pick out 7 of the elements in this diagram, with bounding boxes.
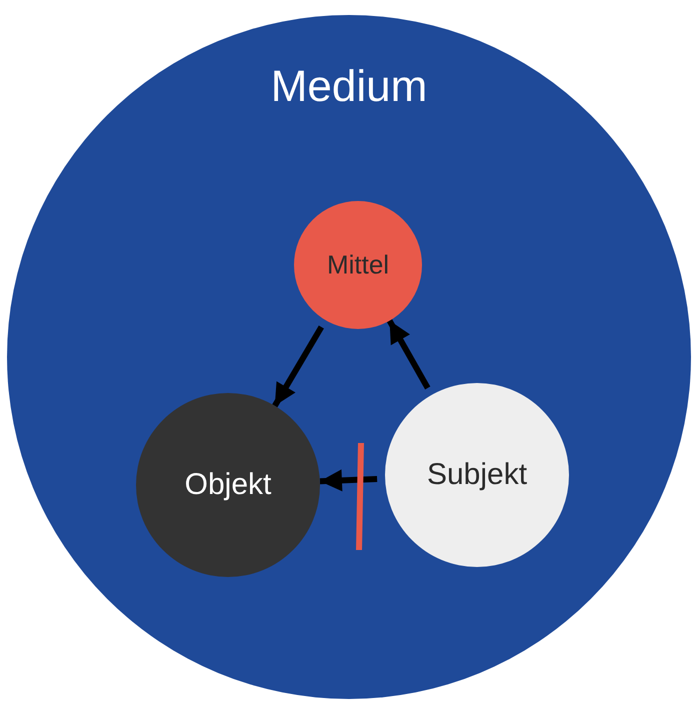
node-label: Objekt [184,468,272,502]
node-label: Medium [270,62,428,112]
node-label: Mittel [326,250,390,280]
node-label: Subjekt [426,458,528,492]
arrow [320,469,378,492]
arrow [386,319,430,390]
arrow [272,325,324,408]
